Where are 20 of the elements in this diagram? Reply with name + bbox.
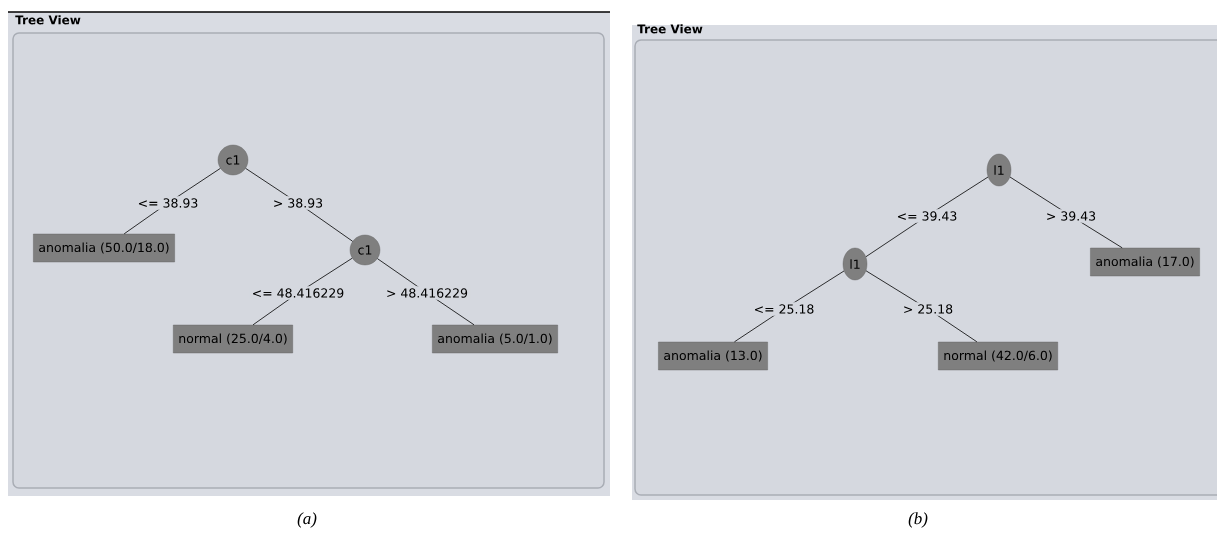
- leaf-box: anomalia (50.0/18.0): [33, 233, 175, 263]
- leaf-box: anomalia (5.0/1.0): [432, 324, 558, 354]
- decision-node: c1: [217, 144, 249, 176]
- decision-node: l1: [986, 153, 1012, 187]
- edge-label: <= 39.43: [894, 209, 960, 223]
- caption: (a): [297, 512, 317, 528]
- edge-label: > 25.18: [900, 302, 956, 316]
- edge-label: <= 25.18: [751, 302, 817, 316]
- leaf-box: normal (25.0/4.0): [173, 324, 293, 354]
- leaf-box: normal (42.0/6.0): [938, 341, 1058, 371]
- edge-label: <= 38.93: [135, 196, 201, 210]
- decision-node: c1: [349, 234, 381, 266]
- edge-label: > 38.93: [270, 196, 326, 210]
- caption: (b): [908, 512, 928, 528]
- edge-label: > 48.416229: [384, 286, 471, 300]
- leaf-box: anomalia (13.0): [658, 341, 768, 371]
- edge-label: <= 48.416229: [249, 286, 347, 300]
- edge-label: > 39.43: [1043, 209, 1099, 223]
- leaf-box: anomalia (17.0): [1090, 247, 1200, 277]
- decision-node: l1: [842, 247, 868, 281]
